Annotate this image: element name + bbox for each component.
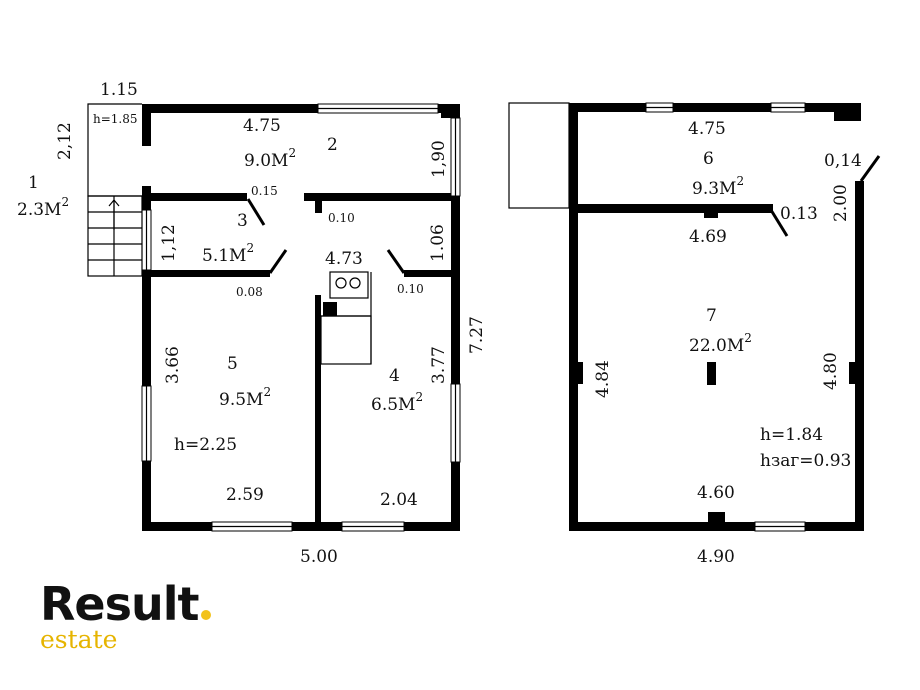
pillar-center [707,362,716,385]
room-5-area: 9.5М2 [219,385,271,410]
wall-inner-h2b [404,270,460,277]
logo-wordmark: Result [40,578,211,630]
dim-0-10-b: 0.10 [397,282,424,296]
room-1-number: 1 [28,173,39,193]
dim-1-90: 1,90 [429,140,449,178]
arrow-up-icon [108,199,120,207]
left-plan: 1.15 2,12 h=1.85 4.75 1,90 0.15 0.10 1,1… [17,80,487,567]
wall-inner-h-right [569,204,773,213]
wall-top-left [142,104,460,113]
door-3 [246,198,266,226]
dim-4-90: 4.90 [697,547,735,567]
dim-0-13: 0.13 [780,204,818,224]
dim-3-77: 3.77 [429,346,449,384]
height-1-84: h=1.84 [760,425,823,445]
wall-top-right [569,103,861,112]
wall-inner-h2a [142,270,270,277]
height-2-25: h=2.25 [174,435,237,455]
dim-7-27: 7.27 [467,316,487,354]
result-estate-logo: Result estate [40,578,211,654]
dim-0-14: 0,14 [824,151,862,171]
room-1-area: 2.3М2 [17,195,69,220]
wall-inner-h1b [304,193,460,201]
wall-right-left [451,104,460,531]
logo-subtitle: estate [40,625,118,654]
dim-2-12: 2,12 [55,122,75,160]
pillar-left [578,362,583,384]
room-7-number: 7 [706,306,717,326]
wall-left-right [569,103,578,531]
door-6 [859,155,881,182]
height-zag-0-93: hзаг=0.93 [760,451,851,471]
wall-stub-010 [315,201,322,213]
logo-dot-icon [200,610,211,620]
counter-icon [320,315,372,365]
room-6-area: 9.3М2 [692,174,744,199]
room-3-area: 5.1М2 [202,241,254,266]
dim-4-75-a: 4.75 [243,116,281,136]
room-3-number: 3 [237,211,248,231]
dim-0-15: 0.15 [251,184,278,198]
stairs [87,195,143,277]
pillar-bottom [708,512,725,522]
dim-2-04: 2.04 [380,490,418,510]
dim-4-73: 4.73 [325,249,363,269]
dim-0-08: 0.08 [236,285,263,299]
room-4-number: 4 [389,366,400,386]
dim-4-80: 4.80 [821,352,841,390]
wall-corner-right [834,103,861,121]
wall-bottom-left [142,522,460,531]
dim-3-66: 3.66 [163,346,183,384]
dim-2-00: 2.00 [831,184,851,222]
door-4 [386,249,406,274]
dim-2-59: 2.59 [226,485,264,505]
dim-4-69: 4.69 [689,227,727,247]
wall-left-lower [142,186,151,531]
wall-inner-h1a [142,193,247,201]
room-6-number: 6 [703,149,714,169]
room-5-number: 5 [227,354,238,374]
dim-4-84: 4.84 [593,360,613,398]
balcony-outline [508,102,570,209]
wall-right-right [855,181,864,531]
dim-0-10-a: 0.10 [328,211,355,225]
dim-1-12: 1,12 [159,224,179,262]
wall-inner-v [315,295,321,531]
wall-stub-4-69 [704,213,718,218]
wall-left-upper [142,104,151,146]
fridge-icon [323,302,337,316]
dim-1-06: 1.06 [428,224,448,262]
door-5 [268,249,288,274]
dim-4-75-b: 4.75 [688,119,726,139]
right-plan: 4.75 0,14 2.00 0.13 4.69 4.84 4.80 h=1.8… [508,102,881,567]
dim-4-60: 4.60 [697,483,735,503]
wall-bottom-right [569,522,864,531]
wall-corner-left [441,104,460,118]
door-7 [769,209,789,237]
dim-1-15: 1.15 [100,80,138,100]
stove-icon [329,271,369,299]
room-4-area: 6.5М2 [371,390,423,415]
height-1-85: h=1.85 [93,112,138,126]
room-7-area: 22.0М2 [689,331,752,356]
dim-5-00: 5.00 [300,547,338,567]
room-2-number: 2 [327,135,338,155]
pillar-right [849,362,855,384]
room-2-area: 9.0М2 [244,146,296,171]
